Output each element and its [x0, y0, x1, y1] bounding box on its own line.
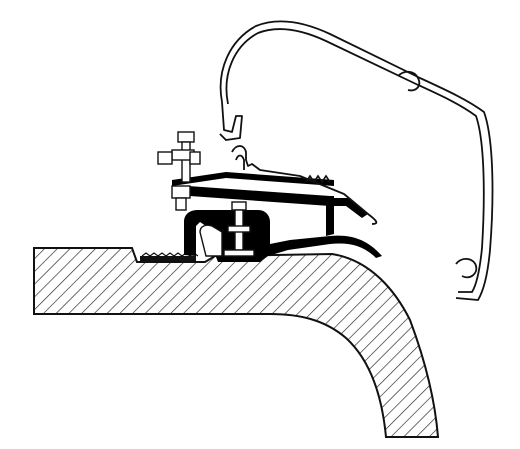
- roof-rail-seal: [140, 256, 196, 262]
- grip-tab: [305, 174, 331, 184]
- adapter-base-profile: [184, 210, 382, 262]
- adapter-rail: [172, 172, 382, 262]
- screw-nut: [227, 225, 251, 233]
- screw-icon: [231, 201, 247, 211]
- housing-hook-bottom: [455, 258, 478, 279]
- bracket-arm-top: [172, 172, 334, 186]
- bracket-arm-lower: [174, 186, 340, 206]
- wall-outline: [33, 247, 440, 438]
- awning-housing: [219, 20, 494, 301]
- vehicle-wall: [33, 247, 440, 438]
- clamp-screw: [223, 201, 255, 257]
- housing-hook-top: [397, 70, 421, 92]
- hex-bolt-icon: [157, 131, 201, 183]
- housing-lower-lip: [231, 145, 378, 225]
- housing-lower-hook: [235, 154, 245, 170]
- adapter-slot: [199, 224, 223, 257]
- screw-plate: [223, 249, 255, 257]
- housing-mount-clip: [219, 101, 243, 141]
- bracket-clip: [326, 198, 368, 218]
- housing-inner-shell: [225, 28, 485, 293]
- housing-outer-shell: [219, 20, 494, 301]
- hex-bolt-icon: [171, 185, 191, 211]
- bracket-upright: [326, 196, 334, 236]
- wall-hatching: [34, 248, 438, 437]
